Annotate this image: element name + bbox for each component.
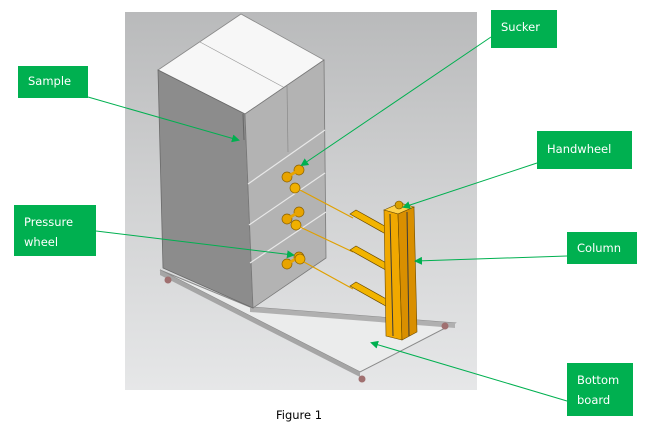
caster-wheel bbox=[358, 375, 366, 383]
pressure-wheel-group bbox=[289, 182, 306, 265]
arrow-handwheel bbox=[402, 162, 538, 209]
label-handwheel: Handwheel bbox=[537, 131, 632, 169]
pull-cables bbox=[299, 189, 354, 290]
handwheel-knob bbox=[394, 200, 404, 210]
column bbox=[383, 200, 418, 341]
label-column: Column bbox=[567, 232, 637, 264]
sample-box bbox=[157, 13, 327, 309]
label-bottom-board-line2: board bbox=[577, 393, 611, 407]
arrow-bottom-board bbox=[370, 340, 568, 402]
label-pressure-wheel-line1: Pressure bbox=[24, 215, 74, 229]
label-sample-text: Sample bbox=[28, 74, 72, 88]
arrow-sucker bbox=[300, 36, 492, 167]
label-bottom-board: Bottom board bbox=[567, 363, 633, 416]
label-pressure-wheel: Pressure wheel bbox=[14, 205, 96, 256]
arrow-column bbox=[414, 255, 568, 265]
arrow-pressure-wheel bbox=[95, 230, 295, 259]
label-column-text: Column bbox=[577, 241, 622, 255]
callout-arrows bbox=[87, 36, 568, 402]
label-bottom-board-line1: Bottom bbox=[577, 373, 620, 387]
label-sucker: Sucker bbox=[491, 10, 557, 48]
label-pressure-wheel-line2: wheel bbox=[24, 235, 59, 249]
label-handwheel-text: Handwheel bbox=[547, 142, 612, 156]
label-sample: Sample bbox=[18, 66, 88, 98]
arrow-sample bbox=[87, 96, 240, 143]
caster-wheel bbox=[441, 322, 449, 330]
figure-caption: Figure 1 bbox=[276, 408, 323, 422]
label-sucker-text: Sucker bbox=[501, 20, 540, 34]
caster-wheel bbox=[164, 276, 172, 284]
